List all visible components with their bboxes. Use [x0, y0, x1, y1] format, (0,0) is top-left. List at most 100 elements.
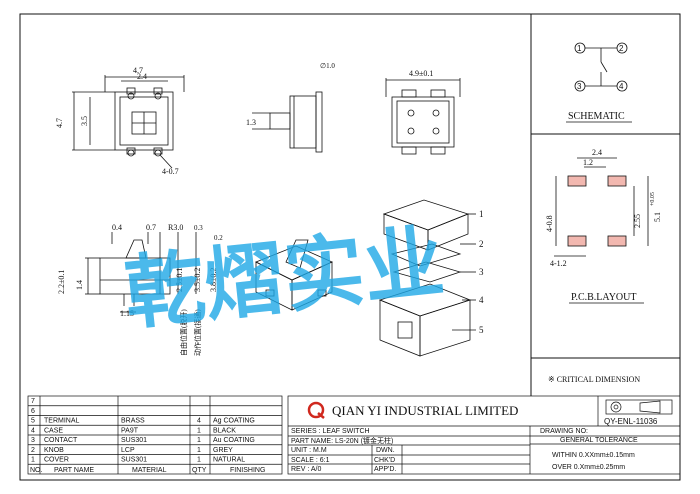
bom-cell-finish: Ag COATING	[213, 418, 255, 425]
drawing-no: QY-ENL-11036	[604, 417, 658, 426]
scale: SCALE : 6:1	[291, 457, 330, 464]
bom-cell-material: LCP	[121, 447, 135, 454]
bom-cell-finish: Au COATING	[213, 437, 255, 444]
bom-header-finish: FINISHING	[230, 467, 265, 474]
drawing-frame	[19, 13, 681, 481]
part-name: PART NAME: LS-20N (镀金无柱)	[291, 436, 393, 445]
callout-1: 1	[479, 209, 484, 219]
section-dim-height: 2.2±0.1	[57, 270, 66, 294]
company-name: QIAN YI INDUSTRIAL LIMITED	[332, 403, 518, 418]
section-dim-b: 0.7	[146, 223, 156, 232]
side-dim-knob: 1.3	[246, 118, 256, 127]
bom-header-qty: QTY	[192, 467, 207, 474]
bom-cell-material: PA9T	[121, 427, 139, 434]
section-dim-c: 0.3	[194, 224, 203, 232]
pcb-layout-diagram	[554, 157, 649, 257]
section-note-free: 自由位置(脱开)	[179, 309, 188, 356]
bom-cell-qty: 4	[197, 418, 201, 425]
callout-3: 3	[479, 267, 484, 277]
front-dim-width-inner: 2.4	[137, 72, 147, 81]
bom-cell-part: COVER	[44, 457, 69, 464]
bom-cell-no: 7	[31, 398, 35, 405]
section-dim-a: 0.4	[112, 223, 122, 232]
bom-cell-no: 2	[31, 447, 35, 454]
section-view	[85, 232, 197, 313]
pcb-dim-a: 2.4	[592, 148, 602, 157]
pcb-dim-e: 5.1	[653, 212, 662, 222]
bom-cell-part: CONTACT	[44, 437, 78, 444]
front-view	[72, 75, 185, 169]
bom-cell-part: KNOB	[44, 447, 64, 454]
bottom-dim-width: 4.9±0.1	[409, 69, 433, 78]
schematic-pin-3: 3	[577, 82, 582, 91]
bom-cell-qty: 1	[197, 457, 201, 464]
bottom-view	[385, 78, 461, 155]
bom-header-part: PART NAME	[54, 467, 94, 474]
pcb-dim-e-tol: +0.05	[650, 192, 656, 206]
dwn-label: DWN.	[376, 447, 395, 454]
bom-header-material: MATERIAL	[132, 467, 167, 474]
section-dim-radius: R3.0	[168, 223, 183, 232]
schematic-diagram	[574, 42, 628, 92]
callout-2: 2	[479, 239, 484, 249]
section-dim-f: 3.8±0.2	[209, 268, 218, 292]
tolerance-within: WITHIN 0.XXmm±0.15mm	[552, 452, 635, 459]
unit: UNIT : M.M	[291, 447, 327, 454]
callout-4: 4	[479, 295, 484, 305]
drawing-no-label: DRAWING NO:	[540, 428, 588, 435]
front-dim-width-total: 4.7	[133, 66, 143, 75]
bom-cell-qty: 1	[197, 447, 201, 454]
pcb-title: P.C.B.LAYOUT	[571, 292, 636, 303]
bom-cell-finish: GREY	[213, 447, 233, 454]
tolerance-title: GENERAL TOLERANCE	[560, 437, 638, 444]
pcb-dim-f: 4-1.2	[550, 259, 567, 268]
company-logo	[307, 401, 325, 419]
assembled-3d-view	[255, 239, 333, 311]
title-block-grid	[287, 395, 681, 475]
series: SERIES : LEAF SWITCH	[291, 428, 370, 435]
side-view	[252, 91, 323, 153]
bom-cell-finish: BLACK	[213, 427, 236, 434]
section-dim-stroke: 2.5±0.1	[175, 268, 184, 292]
section-dim-g: 1.4	[75, 280, 84, 290]
schematic-pin-4: 4	[619, 82, 624, 91]
pcb-dim-d: 2.55	[633, 214, 642, 228]
tolerance-over: OVER 0.Xmm±0.25mm	[552, 464, 625, 471]
schematic-pin-2: 2	[619, 44, 624, 53]
critical-dimension-note: ※ CRITICAL DIMENSION	[548, 375, 640, 384]
bom-cell-no: 1	[31, 457, 35, 464]
front-dim-height-total: 4.7	[55, 118, 64, 128]
pcb-dim-c: 4-0.8	[545, 215, 554, 232]
front-dim-height-inner: 3.5	[80, 116, 89, 126]
section-dim-e: 3.5±0.2	[193, 268, 202, 292]
chkd-label: CHK'D	[374, 457, 395, 464]
bom-cell-material: SUS301	[121, 437, 147, 444]
bom-cell-no: 6	[31, 408, 35, 415]
section-note-operate: 动作位置(接通)	[193, 309, 202, 356]
bom-cell-no: 5	[31, 418, 35, 425]
front-dim-pad: 4-0.7	[162, 167, 179, 176]
revision: REV : A/0	[291, 466, 321, 473]
schematic-title: SCHEMATIC	[568, 111, 625, 122]
section-dim-foot: 1.15	[120, 309, 134, 318]
bom-cell-finish: NATURAL	[213, 457, 245, 464]
bom-header-no: NO.	[30, 467, 43, 474]
bom-cell-material: BRASS	[121, 418, 145, 425]
callout-5: 5	[479, 325, 484, 335]
pcb-dim-b: 1.2	[583, 158, 593, 167]
front-ref-mark: ∅1.0	[320, 62, 335, 70]
bom-cell-material: SUS301	[121, 457, 147, 464]
exploded-view	[378, 199, 476, 357]
bom-cell-part: CASE	[44, 427, 63, 434]
schematic-pin-1: 1	[577, 44, 582, 53]
bom-cell-qty: 1	[197, 427, 201, 434]
section-dim-d: 0.2	[214, 234, 223, 242]
bom-cell-qty: 1	[197, 437, 201, 444]
bom-cell-no: 4	[31, 427, 35, 434]
appd-label: APP'D.	[374, 466, 396, 473]
bom-cell-part: TERMINAL	[44, 418, 80, 425]
bom-table-grid	[27, 395, 283, 475]
bom-cell-no: 3	[31, 437, 35, 444]
